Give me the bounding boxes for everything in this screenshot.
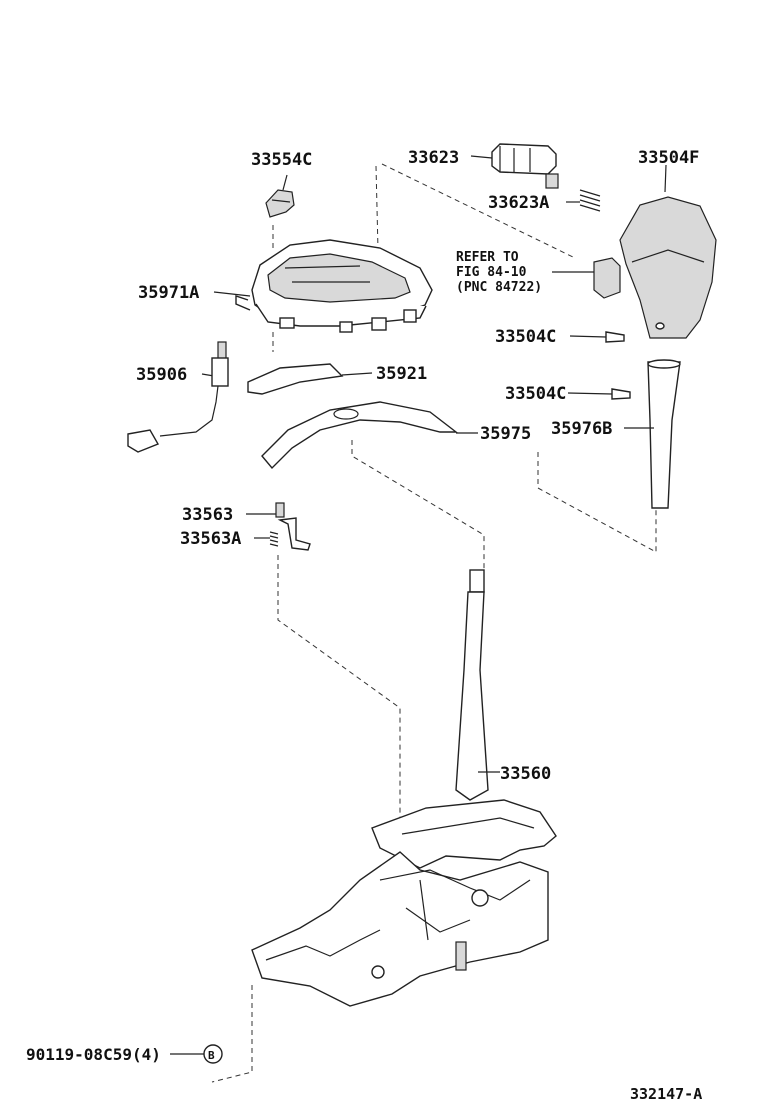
part-33504F-knob [619,164,717,339]
label-pnc-84722: (PNC 84722) [456,280,542,295]
label-33554C: 33554C [251,150,312,170]
label-33623A: 33623A [488,193,549,213]
label-35906: 35906 [136,365,187,385]
part-35906-bulb-cord [127,341,229,453]
part-33563-lever [246,502,311,551]
part-35921-plate [247,363,373,395]
b-circle-symbol [203,1044,223,1064]
part-35975-slide-cover [261,401,478,470]
part-90119-bolt [170,1044,223,1064]
figure-code: 332147-A [630,1085,702,1103]
label-33560: 33560 [500,764,551,784]
label-b-symbol: B [208,1049,215,1062]
callout-labels: 33554C 33623 33504F 33623A 35971A REFER … [26,148,702,1103]
label-33504C-upper: 33504C [495,327,556,347]
label-33563: 33563 [182,505,233,525]
part-fig-84-10-reference [552,257,621,299]
label-33504F: 33504F [638,148,699,168]
label-90119-08C59: 90119-08C59(4) [26,1045,161,1064]
part-33504C-screws [567,331,631,400]
label-35921: 35921 [376,364,427,384]
label-refer-to: REFER TO [456,250,519,265]
part-35971A-shift-panel [213,239,433,333]
label-33623: 33623 [408,148,459,168]
label-35976B: 35976B [551,419,612,439]
part-33560-shift-lever-assembly [251,569,557,1007]
part-33623A-spring [566,189,601,212]
part-33623-lamp [470,143,559,189]
label-35975: 35975 [480,424,531,444]
label-fig-84-10: FIG 84-10 [456,265,527,280]
label-35971A: 35971A [138,283,199,303]
label-33504C-lower: 33504C [505,384,566,404]
part-33554C-cap [265,174,295,218]
label-33563A: 33563A [180,529,241,549]
part-35976B-boot [624,359,681,509]
